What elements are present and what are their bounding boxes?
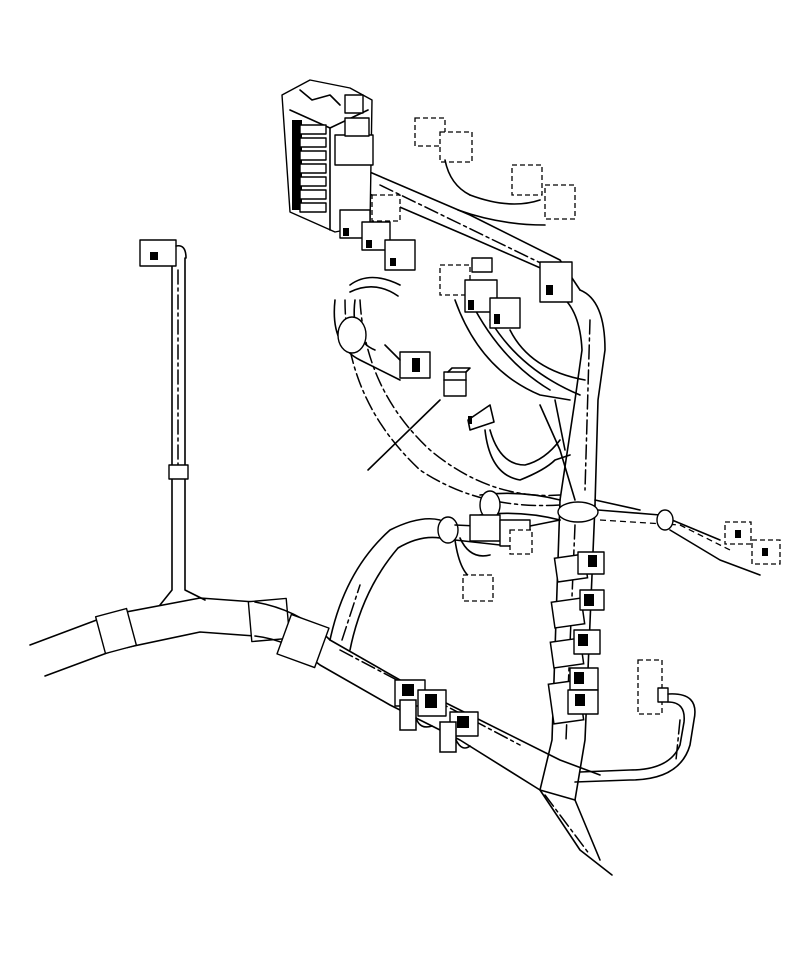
floor-connectors: [394, 679, 479, 753]
lower-right-connector: [574, 659, 696, 783]
upper-harness-loops: [333, 169, 606, 521]
relay-cluster: [339, 117, 576, 329]
fuse-relay-block: [281, 79, 374, 233]
callout-leader: [367, 399, 441, 471]
fuse-row: [299, 124, 327, 213]
sweep-branch: [329, 514, 561, 651]
right-branch-connectors: [724, 521, 781, 565]
left-branch-harness: [139, 239, 206, 606]
riser-connector-cluster: [567, 551, 605, 715]
right-branch-harness: [594, 499, 761, 576]
bracket: [467, 404, 495, 431]
mid-connector: [384, 344, 431, 379]
main-harness-trunk: [29, 597, 613, 876]
single-relay: [443, 367, 471, 397]
